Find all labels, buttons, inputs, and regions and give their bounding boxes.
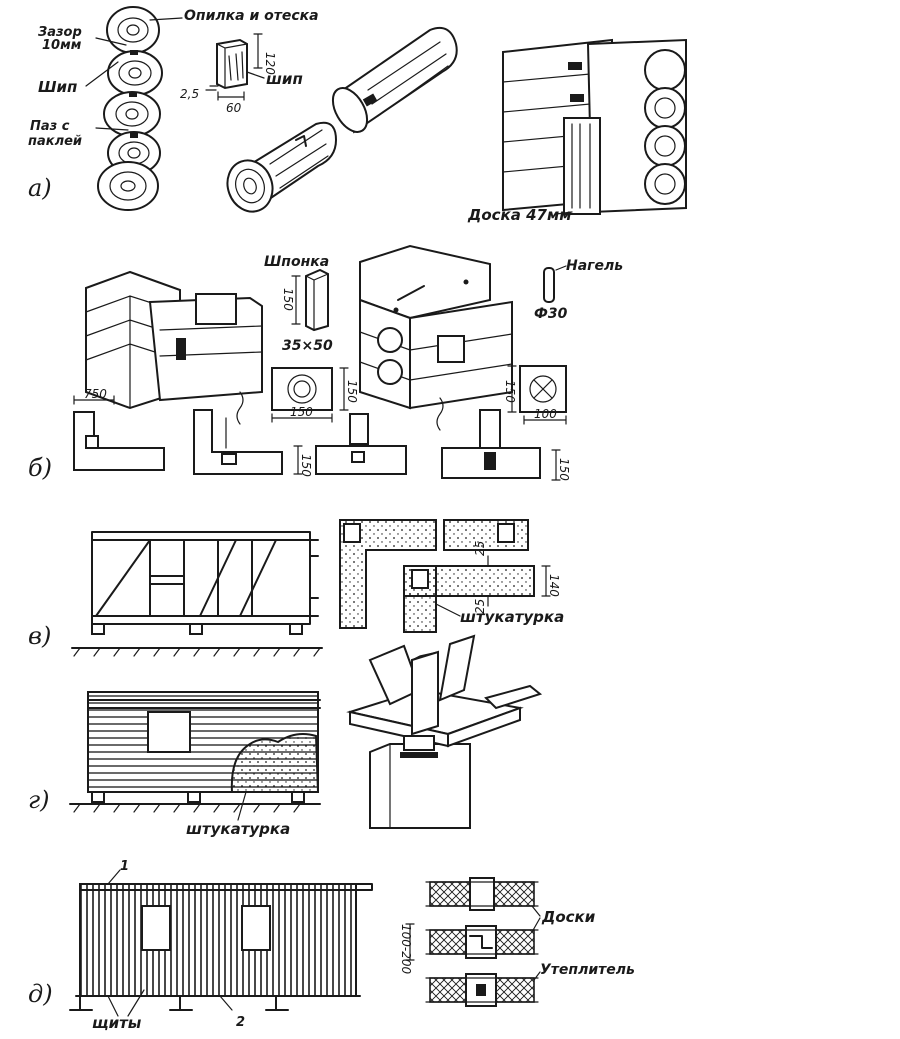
plaster-label-g: штукатурка <box>186 820 290 838</box>
beam-joint-plans: 750 150 150 150 100 <box>73 365 571 481</box>
log-stack-cross-section <box>97 6 163 211</box>
sawdust-label: Опилка и отеска <box>184 8 319 24</box>
callout-1: 1 <box>120 859 129 874</box>
dim-25-bottom: 25 <box>473 599 487 614</box>
beam-corner-left <box>85 270 263 410</box>
dowel-label: Нагель <box>566 258 623 274</box>
dowel-diameter: Ф30 <box>534 306 568 322</box>
frame-elevation <box>71 531 323 657</box>
key-detail: Шпонка 150 35×50 <box>264 254 333 354</box>
callout-2: 2 <box>236 1015 245 1030</box>
insulation-label: Утеплитель <box>540 962 635 978</box>
key-label: Шпонка <box>264 254 329 270</box>
groove-label-line1: Паз с <box>30 119 70 134</box>
dim-150-plan2: 150 <box>557 458 571 481</box>
gap-label-line2: 10мм <box>42 38 82 53</box>
log-wall-corner-with-board: Доска 47мм <box>467 38 687 224</box>
panel-wall-elevation: 1 2 щиты <box>69 859 373 1032</box>
beam-corner-right <box>359 244 513 410</box>
section-b-beam-wall: Шпонка 150 35×50 Нагель Ф30 7 <box>28 244 623 482</box>
plaster-label-v: штукатурка <box>460 608 564 626</box>
section-a-log-wall: Зазор 10мм Опилка и отеска Шип Паз с пак… <box>28 6 687 224</box>
frame-wall-plan: 25 140 25 штукатурка <box>339 519 564 633</box>
dowel-detail: Нагель Ф30 <box>534 258 623 322</box>
log-with-tenon-diagram <box>331 26 458 134</box>
section-letter-v: в) <box>28 622 51 650</box>
tenon-label-left: Шип <box>38 78 77 96</box>
dim-25-top: 25 <box>473 541 487 556</box>
panel-joint-sections: 100-200 Доски Утеплитель <box>399 877 635 1007</box>
section-v-frame-wall: 25 140 25 штукатурка в) <box>28 519 564 657</box>
plastered-wall-elevation: штукатурка <box>69 691 321 838</box>
key-section: 35×50 <box>282 338 333 354</box>
dim-60: 60 <box>226 101 242 115</box>
section-letter-a: а) <box>28 174 52 202</box>
key-dim-150: 150 <box>281 288 295 311</box>
section-letter-g: г) <box>28 786 50 814</box>
dim-150-right-height: 150 <box>503 380 517 403</box>
dim-2-5: 2,5 <box>180 87 199 101</box>
panels-label: щиты <box>92 1014 142 1032</box>
dim-150-box-height: 150 <box>345 380 359 403</box>
section-letter-b: б) <box>28 454 52 482</box>
groove-label-line2: паклей <box>28 134 82 149</box>
gap-label-line1: Зазор <box>38 25 82 40</box>
log-with-groove-diagram <box>226 121 338 213</box>
board-label: Доска 47мм <box>467 206 571 224</box>
section-g-plastered-wall: штукатурка г) <box>28 634 543 838</box>
dim-750: 750 <box>84 387 107 401</box>
boards-label: Доски <box>541 908 596 926</box>
post-joint-isometric <box>346 634 543 829</box>
dim-100: 100 <box>534 407 557 421</box>
tenon-label-right: шип <box>266 70 303 88</box>
dim-150-plan1: 150 <box>299 454 313 477</box>
dim-150-box-width: 150 <box>290 405 313 419</box>
tenon-block-diagram: 120 2,5 60 шип <box>180 33 303 115</box>
dim-120: 120 <box>263 52 277 75</box>
dim-100-200: 100-200 <box>399 924 413 975</box>
dim-140: 140 <box>547 574 561 597</box>
section-letter-d: д) <box>28 980 53 1008</box>
section-d-panel-wall: 1 2 щиты 100-200 Доски Утеплитель д) <box>28 859 635 1032</box>
